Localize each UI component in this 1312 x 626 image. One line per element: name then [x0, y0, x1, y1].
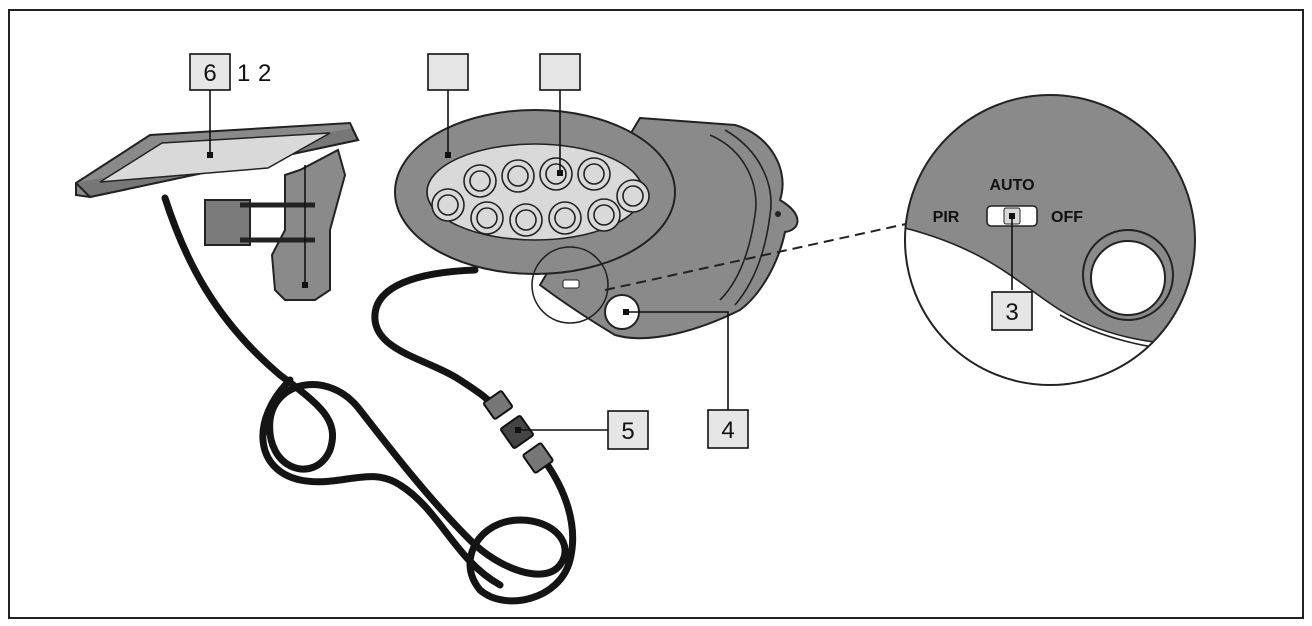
- solar-panel: [75, 121, 360, 301]
- svg-text:4: 4: [721, 417, 734, 444]
- svg-text:6: 6: [203, 60, 216, 87]
- svg-text:5: 5: [621, 418, 634, 445]
- callout-6: 6: [189, 53, 231, 91]
- callout-box-blank-a: [427, 53, 469, 91]
- cable: [161, 194, 577, 605]
- switch-label-off: OFF: [1051, 209, 1083, 226]
- callout-4: 4: [707, 409, 749, 449]
- svg-text:3: 3: [1005, 299, 1018, 326]
- callout-2-text: 2: [258, 60, 271, 87]
- callout-5: 5: [607, 410, 649, 450]
- callout-3: 3: [991, 291, 1033, 331]
- led-array: [431, 157, 650, 237]
- cable-connector: [483, 390, 554, 474]
- switch-detail-zoom: [904, 94, 1196, 386]
- switch-label-auto: AUTO: [989, 177, 1034, 194]
- zoom-line: [604, 221, 916, 291]
- callout-box-blank-b: [539, 53, 581, 91]
- switch-highlight-circle: [531, 246, 609, 324]
- switch-label-pir: PIR: [933, 209, 960, 226]
- leader-lines: [207, 90, 1015, 433]
- callout-1-text: 1: [237, 60, 250, 87]
